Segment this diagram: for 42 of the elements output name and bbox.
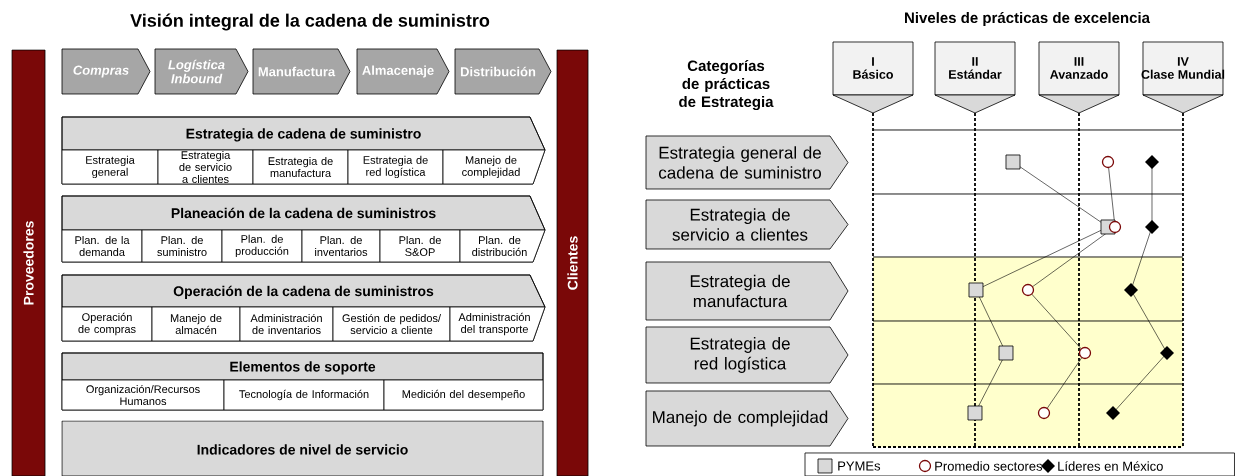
table-cell: Plan. de S&OP bbox=[379, 229, 461, 263]
category-tab: Estrategia de servicio a clientes bbox=[645, 199, 849, 250]
panel-title: Visión integral de la cadena de suministro bbox=[130, 13, 490, 31]
panel-title: Niveles de prácticas de excelencia bbox=[905, 11, 1151, 27]
table-cell: Medición del desempeño bbox=[383, 379, 544, 411]
process-step: Almacenaje bbox=[356, 48, 450, 95]
level-header: II Estándar bbox=[934, 41, 1016, 114]
table-cell: Manejo de complejidad bbox=[442, 149, 546, 185]
legend-label: Líderes en México bbox=[1058, 461, 1163, 471]
table-cell: Administración del transporte bbox=[449, 306, 546, 342]
category-tab: Estrategia general de cadena de suministro bbox=[645, 135, 849, 190]
level-header: IV Clase Mundial bbox=[1141, 41, 1225, 114]
table-cell: Plan. de producción bbox=[221, 229, 303, 263]
section-box: Indicadores de nivel de servicio bbox=[61, 420, 544, 476]
table-cell: Plan. de suministro bbox=[141, 229, 223, 263]
process-step: Compras bbox=[61, 48, 151, 95]
level-header: III Avanzado bbox=[1038, 41, 1120, 114]
table-cell: Manejo de almacén bbox=[151, 306, 241, 342]
table-cell: Gestión de pedidos/ servicio a cliente bbox=[332, 306, 451, 342]
table-cell: Plan. de inventarios bbox=[301, 229, 381, 263]
table-cell: Tecnología de Información bbox=[223, 379, 385, 411]
table-cell: Estrategia de servicio a clientes bbox=[157, 149, 254, 185]
category-tab: Estrategia de manufactura bbox=[645, 261, 849, 321]
table-cell: Organización/Recursos Humanos bbox=[61, 379, 225, 411]
table-cell: Plan. de distribución bbox=[459, 229, 546, 263]
table-cell: Estrategia general bbox=[61, 149, 159, 185]
side-bar: Clientes bbox=[556, 49, 589, 476]
table-cell: Operación de compras bbox=[61, 306, 153, 342]
legend-label: PYMEs bbox=[838, 461, 881, 471]
level-header: I Básico bbox=[832, 41, 914, 114]
side-bar: Proveedores bbox=[11, 49, 46, 476]
process-step: Manufactura bbox=[252, 48, 351, 95]
legend-label: Promedio sectores bbox=[935, 461, 1043, 471]
table-cell: Administración de inventarios bbox=[239, 306, 334, 342]
table-cell: Estrategia de manufactura bbox=[252, 149, 349, 185]
process-step: Distribución bbox=[454, 48, 552, 95]
table-cell: Plan. de la demanda bbox=[61, 229, 143, 263]
table-cell: Estrategia de red logística bbox=[347, 149, 444, 185]
panel-title: Categorías de prácticas de Estrategia bbox=[679, 59, 774, 111]
category-tab: Estrategia de red logística bbox=[645, 326, 849, 384]
category-tab: Manejo de complejidad bbox=[645, 390, 849, 447]
process-step: Logística Inbound bbox=[154, 48, 249, 95]
